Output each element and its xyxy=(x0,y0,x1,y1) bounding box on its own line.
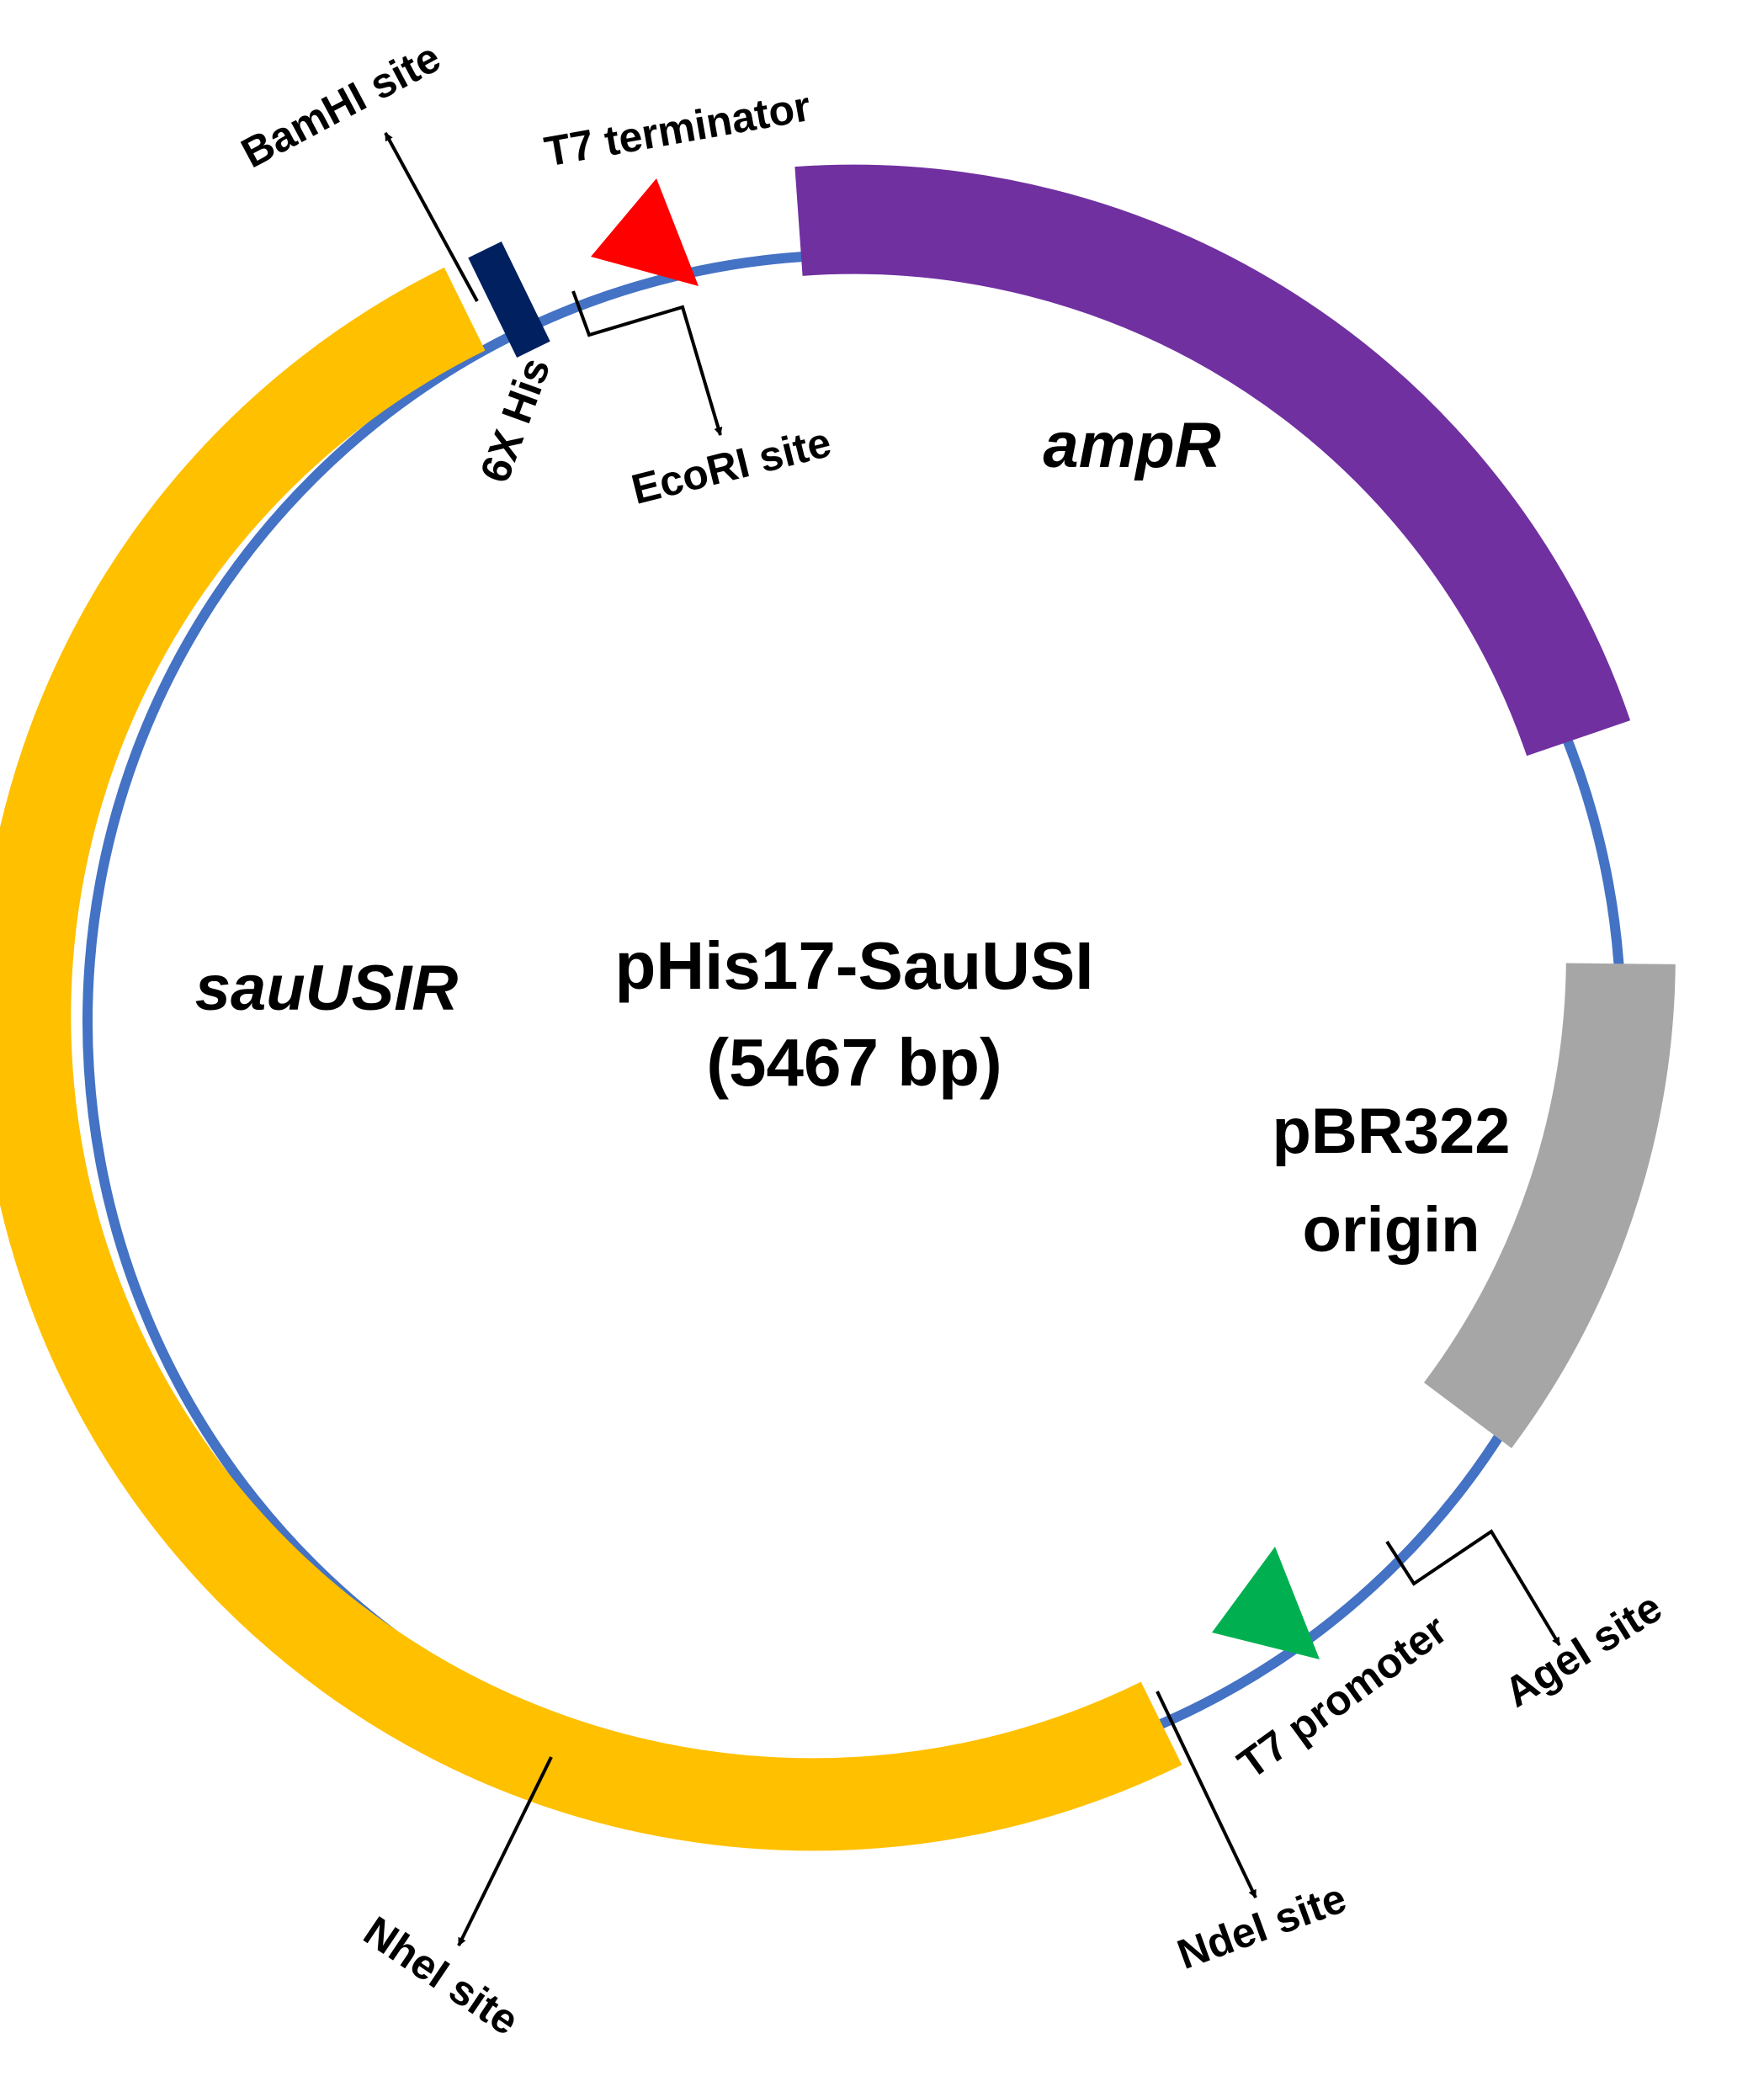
pbr322-label-line1: pBR322 xyxy=(1273,1096,1511,1167)
nhei-arrow xyxy=(457,1756,553,1946)
bamhi-label: BamHI site xyxy=(234,34,448,178)
bamhi-arrow xyxy=(384,132,479,302)
ecori-arrow xyxy=(571,290,723,436)
t7-promoter-triangle xyxy=(1212,1547,1320,1659)
his-tag-label: 6X His xyxy=(471,352,560,489)
ndei-label: NdeI site xyxy=(1172,1874,1352,1978)
pbr322-arc xyxy=(1423,963,1676,1448)
plasmid-size: (5467 bp) xyxy=(706,1025,1002,1100)
plasmid-name: pHis17-SauUSI xyxy=(614,928,1093,1003)
sauusir-arc xyxy=(0,267,1182,1851)
agei-arrow xyxy=(1385,1529,1561,1647)
pbr322-label-line2: origin xyxy=(1302,1194,1480,1266)
ndei-arrow xyxy=(1156,1691,1257,1898)
ampr-label: ampR xyxy=(1043,410,1220,481)
agei-label: AgeI site xyxy=(1496,1584,1670,1717)
ecori-label: EcoRI site xyxy=(627,418,836,513)
t7-terminator-triangle xyxy=(591,178,699,286)
t7-terminator-label: T7 terminator xyxy=(541,82,814,176)
nhei-label: NheI site xyxy=(355,1907,527,2044)
sauusir-label: sauUSIR xyxy=(195,953,459,1024)
his-tag-block xyxy=(468,242,550,358)
ampr-arc xyxy=(794,164,1631,757)
